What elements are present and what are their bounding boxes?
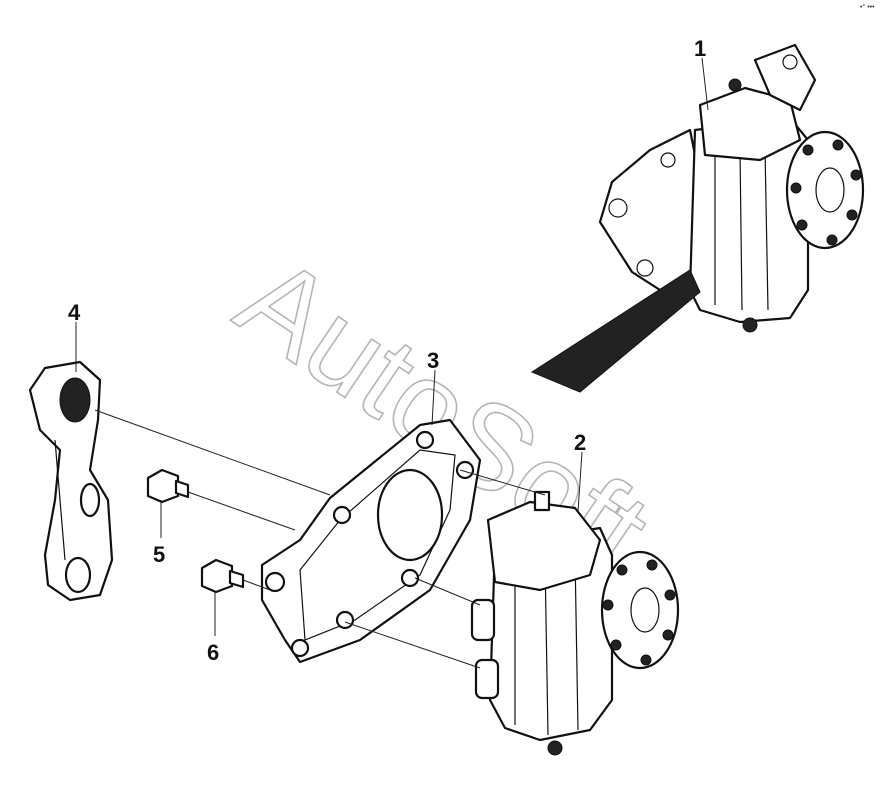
steering-gear [470, 490, 680, 756]
steering-gear-assembled [598, 43, 865, 333]
callout-3: 3 [427, 348, 439, 373]
bolt-5 [146, 468, 190, 504]
callout-2: 2 [574, 430, 586, 455]
gear-flange-bolt-circle [600, 550, 680, 670]
mounting-bracket [260, 418, 482, 664]
flange-bolt-circle [785, 130, 865, 250]
callout-leaders [75, 57, 709, 636]
callout-5: 5 [153, 542, 165, 567]
assembly-lines [94, 409, 546, 669]
assembly-pointer [530, 269, 701, 393]
callout-4: 4 [68, 300, 81, 325]
callout-labels: 1 2 3 4 5 6 [68, 36, 706, 665]
callout-1: 1 [694, 36, 706, 61]
pitman-arm [28, 360, 114, 602]
corner-mark: •° ••• [860, 3, 875, 11]
bolt-6 [200, 558, 245, 594]
callout-6: 6 [207, 640, 219, 665]
